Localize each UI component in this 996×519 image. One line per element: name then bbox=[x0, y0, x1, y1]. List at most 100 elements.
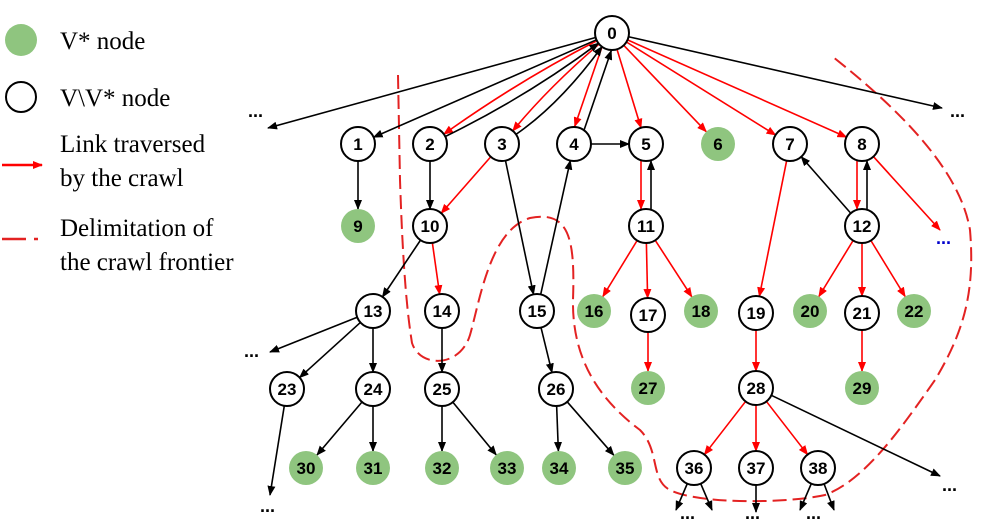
ellipsis-left-of-1: ... bbox=[248, 101, 263, 121]
plain-node-circle bbox=[424, 371, 460, 407]
edge-38-to-below-1 bbox=[823, 483, 835, 511]
v-star-node-circle bbox=[341, 209, 375, 243]
edge-25-to-33 bbox=[452, 401, 497, 456]
edge-0-to-left-of-1 bbox=[267, 36, 596, 130]
node-label: 18 bbox=[692, 302, 711, 321]
legend-v-star-swatch bbox=[5, 24, 37, 56]
plain-node-circle bbox=[628, 208, 664, 244]
plain-node-circle bbox=[412, 126, 448, 162]
v-star-node-circle bbox=[425, 451, 459, 485]
plain-node-circle bbox=[844, 295, 880, 331]
edge-26-to-34 bbox=[554, 405, 563, 453]
node-label: 29 bbox=[853, 379, 872, 398]
ellipsis-right-of-28: ... bbox=[942, 475, 957, 495]
node-13: 13 bbox=[355, 293, 391, 329]
node-label: 22 bbox=[905, 302, 924, 321]
edge-11-to-16 bbox=[602, 240, 638, 298]
v-star-node-circle bbox=[608, 451, 642, 485]
v-star-node-circle bbox=[897, 294, 931, 328]
edge-0-to-5 bbox=[616, 49, 643, 129]
ellipsis-right-of-8: ... bbox=[936, 228, 951, 248]
node-17: 17 bbox=[630, 297, 666, 333]
node-label: 2 bbox=[425, 135, 434, 154]
edge-15-to-4 bbox=[539, 159, 573, 295]
edge-0-to-3 bbox=[512, 43, 600, 132]
edge-3-to-15 bbox=[504, 160, 536, 296]
plain-node-circle bbox=[538, 371, 574, 407]
plain-node-circle bbox=[269, 371, 305, 407]
node-16: 16 bbox=[577, 294, 611, 328]
node-label: 13 bbox=[364, 302, 383, 321]
node-37: 37 bbox=[738, 450, 774, 486]
edge-3-to-0 bbox=[515, 45, 603, 136]
node-label: 12 bbox=[853, 217, 872, 236]
node-2: 2 bbox=[412, 126, 448, 162]
edge-28-to-38 bbox=[765, 400, 809, 456]
node-31: 31 bbox=[356, 451, 390, 485]
v-star-node-circle bbox=[356, 451, 390, 485]
edge-11-to-17 bbox=[643, 242, 652, 300]
node-label: 21 bbox=[853, 304, 872, 323]
node-5: 5 bbox=[628, 126, 664, 162]
edge-0-to-2 bbox=[443, 40, 598, 135]
edge-0-to-4 bbox=[573, 47, 603, 128]
edge-28-to-36 bbox=[703, 400, 747, 456]
plain-node-circle bbox=[412, 208, 448, 244]
node-label: 26 bbox=[547, 380, 566, 399]
legend-plain-swatch bbox=[5, 81, 37, 113]
plain-node-circle bbox=[556, 126, 592, 162]
plain-node-circle bbox=[628, 126, 664, 162]
node-7: 7 bbox=[772, 126, 808, 162]
node-label: 23 bbox=[278, 380, 297, 399]
plain-node-circle bbox=[772, 126, 808, 162]
edge-8-to-right-of-8 bbox=[872, 156, 941, 231]
node-26: 26 bbox=[538, 371, 574, 407]
plain-node-circle bbox=[844, 208, 880, 244]
node-label: 19 bbox=[747, 304, 766, 323]
node-label: 4 bbox=[569, 135, 579, 154]
node-8: 8 bbox=[844, 126, 880, 162]
node-3: 3 bbox=[484, 126, 520, 162]
outgoing-edges-layer bbox=[267, 35, 943, 513]
legend-v-star-label: V* node bbox=[60, 28, 145, 55]
node-label: 28 bbox=[747, 379, 766, 398]
node-label: 34 bbox=[550, 459, 569, 478]
edge-2-to-0 bbox=[444, 42, 600, 138]
v-star-node-circle bbox=[577, 294, 611, 328]
node-34: 34 bbox=[542, 451, 576, 485]
node-label: 25 bbox=[433, 380, 452, 399]
edge-11-to-18 bbox=[654, 239, 693, 298]
node-21: 21 bbox=[844, 295, 880, 331]
node-label: 0 bbox=[607, 24, 616, 43]
node-33: 33 bbox=[490, 451, 524, 485]
node-label: 1 bbox=[353, 135, 362, 154]
node-label: 8 bbox=[857, 135, 866, 154]
node-14: 14 bbox=[424, 293, 460, 329]
plain-node-circle bbox=[424, 293, 460, 329]
edge-7-to-19 bbox=[757, 160, 788, 298]
edge-12-to-7 bbox=[800, 156, 852, 214]
node-1: 1 bbox=[340, 126, 376, 162]
node-label: 30 bbox=[297, 459, 316, 478]
plain-node-circle bbox=[738, 370, 774, 406]
legend-plain-label: V\V* node bbox=[60, 85, 170, 112]
edge-36-to-below-1 bbox=[699, 483, 713, 511]
legend-frontier-label-line1: Delimitation of bbox=[60, 215, 214, 242]
node-11: 11 bbox=[628, 208, 664, 244]
ellipsis-right-of-0: ... bbox=[950, 101, 965, 121]
node-label: 35 bbox=[616, 459, 635, 478]
node-30: 30 bbox=[289, 451, 323, 485]
v-star-node-circle bbox=[542, 451, 576, 485]
plain-node-circle bbox=[676, 450, 712, 486]
node-0: 0 bbox=[594, 15, 630, 51]
plain-node-circle bbox=[594, 15, 630, 51]
edge-12-to-22 bbox=[870, 240, 906, 298]
node-12: 12 bbox=[844, 208, 880, 244]
node-19: 19 bbox=[738, 295, 774, 331]
plain-node-circle bbox=[800, 450, 836, 486]
node-label: 3 bbox=[497, 135, 506, 154]
edge-36-to-below-0 bbox=[675, 483, 689, 511]
node-27: 27 bbox=[631, 371, 665, 405]
node-28: 28 bbox=[738, 370, 774, 406]
